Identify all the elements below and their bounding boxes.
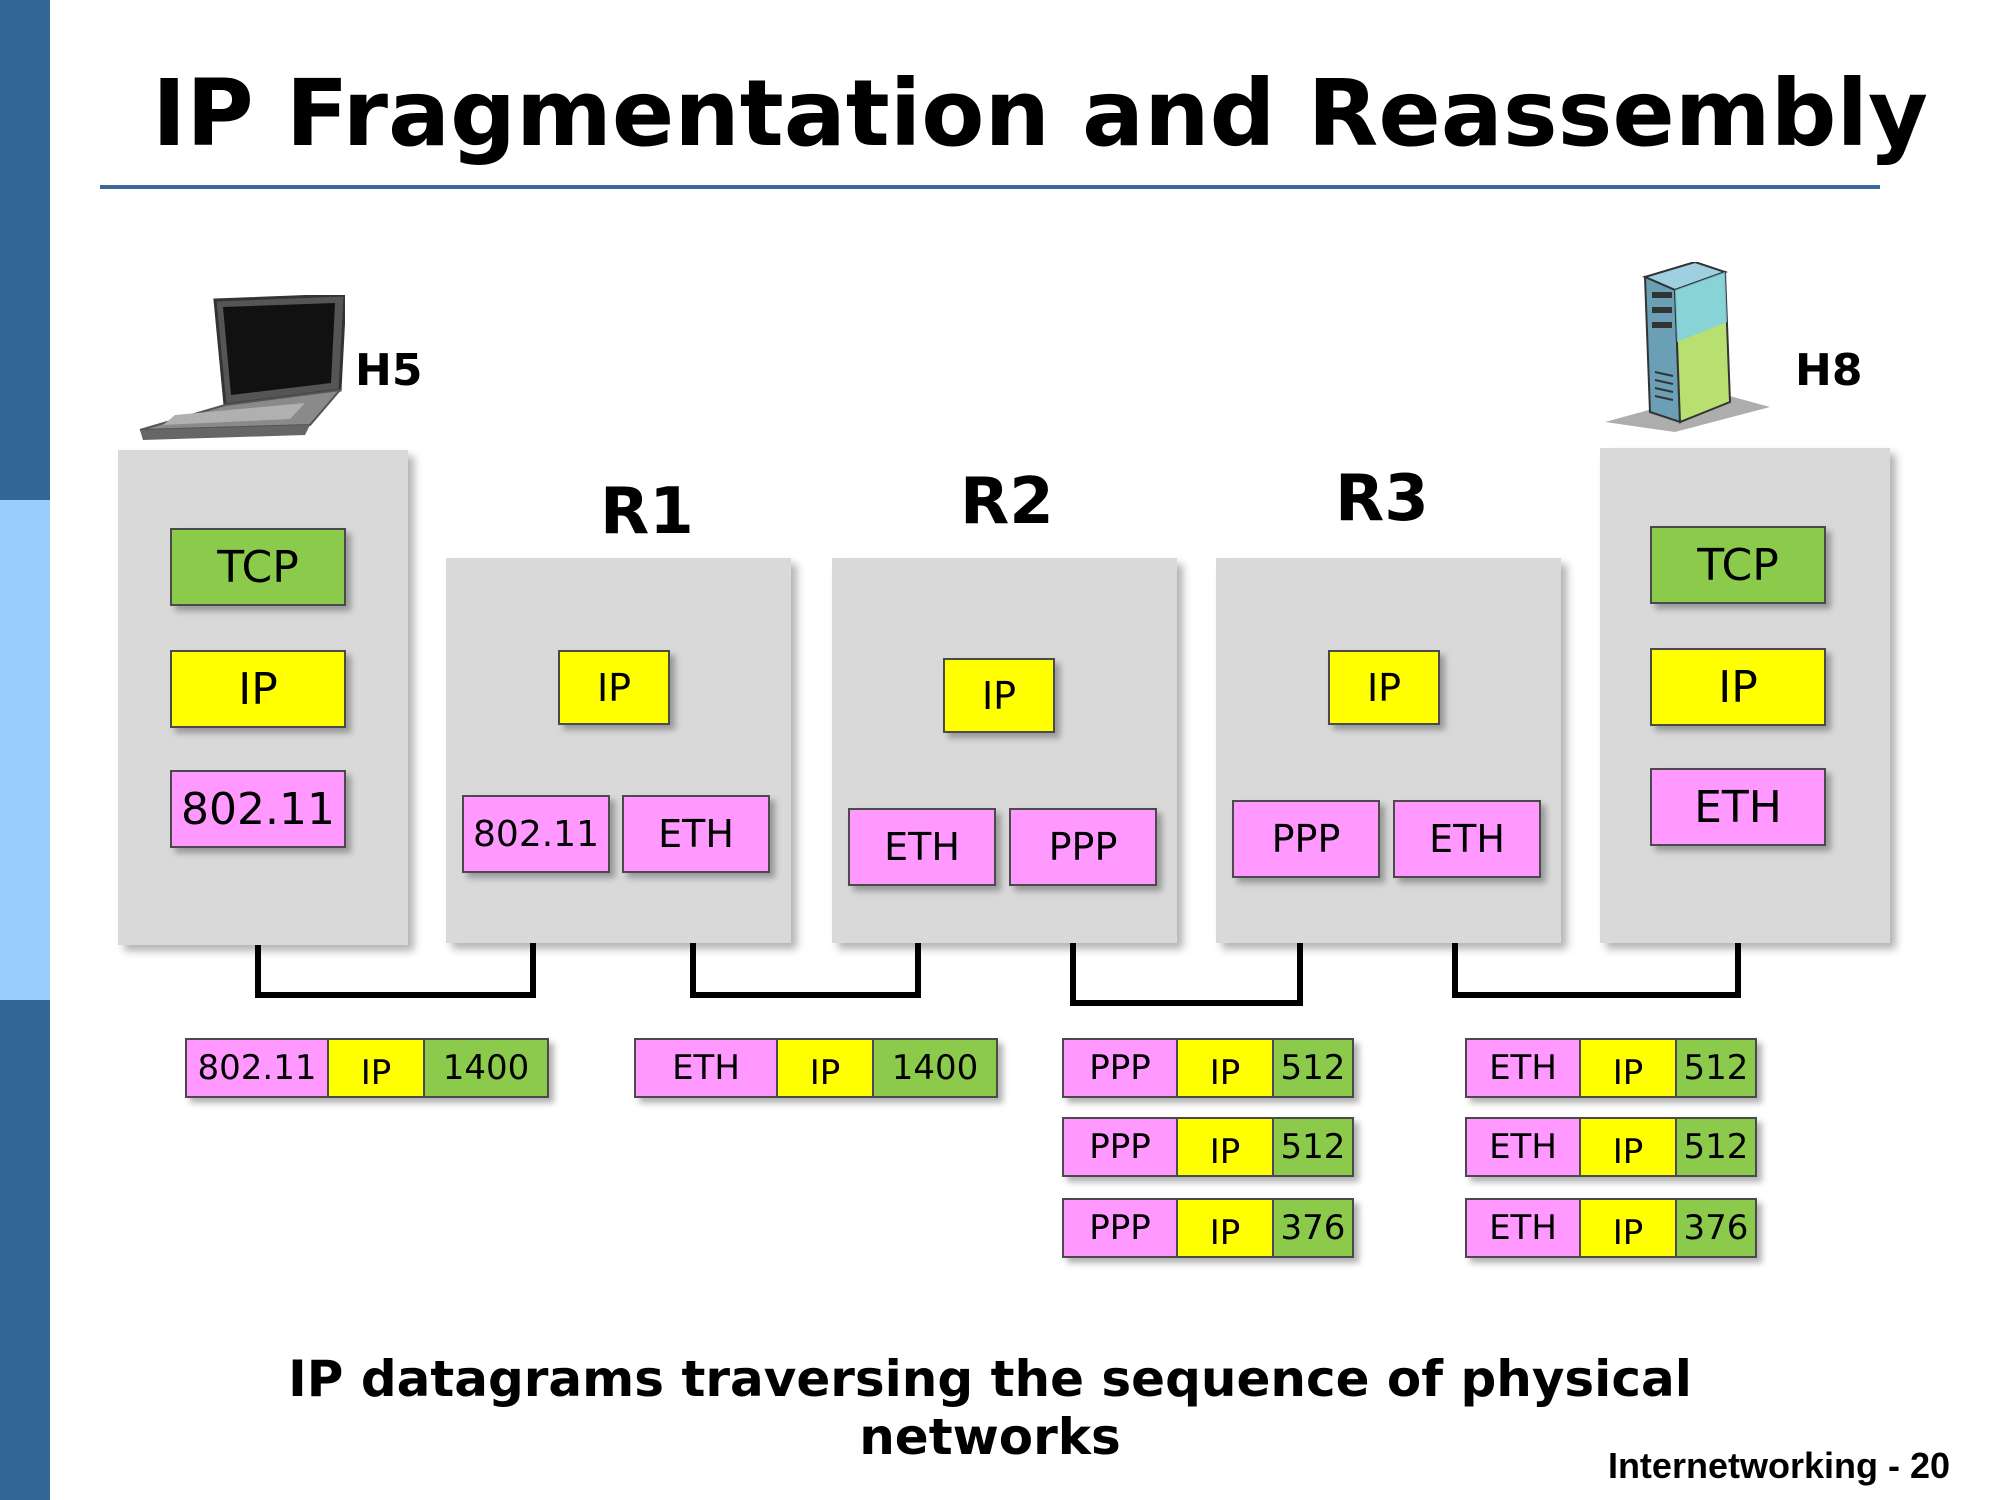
- frame-link-header: PPP: [1064, 1119, 1176, 1175]
- server-icon: [1595, 260, 1770, 436]
- frame-ip-header: IP: [1176, 1040, 1272, 1096]
- frame-payload-size: 512: [1675, 1119, 1755, 1175]
- frame-payload-size: 1400: [872, 1040, 996, 1096]
- frame-seg3-3: PPP IP 376: [1062, 1198, 1354, 1258]
- title-divider: [100, 185, 1880, 189]
- r1-ip-layer: IP: [558, 650, 670, 725]
- r2-label: R2: [960, 465, 1054, 539]
- r2-link-right: PPP: [1009, 808, 1157, 886]
- h5-link-layer: 802.11: [170, 770, 346, 848]
- frame-seg4-1: ETH IP 512: [1465, 1038, 1757, 1098]
- frame-ip-header: IP: [1579, 1119, 1675, 1175]
- h8-link-layer: ETH: [1650, 768, 1826, 846]
- h8-label: H8: [1795, 345, 1863, 396]
- sidebar-band-middle: [0, 500, 50, 1000]
- r3-panel: [1216, 558, 1561, 943]
- frame-seg4-3: ETH IP 376: [1465, 1198, 1757, 1258]
- r1-label: R1: [600, 475, 694, 549]
- frame-payload-size: 1400: [423, 1040, 547, 1096]
- r3-label: R3: [1335, 462, 1429, 536]
- frame-seg4-2: ETH IP 512: [1465, 1117, 1757, 1177]
- frame-payload-size: 376: [1675, 1200, 1755, 1256]
- slide-footer: Internetworking - 20: [1607, 1445, 1950, 1486]
- r1-panel: [446, 558, 791, 943]
- frame-link-header: ETH: [1467, 1119, 1579, 1175]
- r3-link-right: ETH: [1393, 800, 1541, 878]
- frame-payload-size: 512: [1272, 1040, 1352, 1096]
- slide-title: IP Fragmentation and Reassembly: [152, 60, 1928, 167]
- frame-seg1-1: 802.11 IP 1400: [185, 1038, 549, 1098]
- frame-ip-header: IP: [1579, 1200, 1675, 1256]
- frame-link-header: ETH: [1467, 1040, 1579, 1096]
- frame-payload-size: 512: [1675, 1040, 1755, 1096]
- frame-seg2-1: ETH IP 1400: [634, 1038, 998, 1098]
- frame-ip-header: IP: [1579, 1040, 1675, 1096]
- h8-ip-layer: IP: [1650, 648, 1826, 726]
- h5-label: H5: [355, 345, 423, 396]
- frame-link-header: 802.11: [187, 1040, 327, 1096]
- laptop-icon: [135, 293, 347, 449]
- frame-ip-header: IP: [776, 1040, 872, 1096]
- frame-seg3-2: PPP IP 512: [1062, 1117, 1354, 1177]
- h5-ip-layer: IP: [170, 650, 346, 728]
- r1-link-left: 802.11: [462, 795, 610, 873]
- frame-link-header: PPP: [1064, 1040, 1176, 1096]
- r2-link-left: ETH: [848, 808, 996, 886]
- frame-payload-size: 512: [1272, 1119, 1352, 1175]
- r1-link-right: ETH: [622, 795, 770, 873]
- frame-link-header: PPP: [1064, 1200, 1176, 1256]
- frame-link-header: ETH: [1467, 1200, 1579, 1256]
- frame-seg3-1: PPP IP 512: [1062, 1038, 1354, 1098]
- frame-link-header: ETH: [636, 1040, 776, 1096]
- diagram-caption: IP datagrams traversing the sequence of …: [288, 1350, 1692, 1466]
- r3-ip-layer: IP: [1328, 650, 1440, 725]
- frame-ip-header: IP: [1176, 1119, 1272, 1175]
- h5-tcp-layer: TCP: [170, 528, 346, 606]
- sidebar-band-bottom: [0, 1000, 50, 1500]
- frame-ip-header: IP: [327, 1040, 423, 1096]
- frame-ip-header: IP: [1176, 1200, 1272, 1256]
- h8-tcp-layer: TCP: [1650, 526, 1826, 604]
- sidebar-band-top: [0, 0, 50, 500]
- frame-payload-size: 376: [1272, 1200, 1352, 1256]
- r2-ip-layer: IP: [943, 658, 1055, 733]
- r3-link-left: PPP: [1232, 800, 1380, 878]
